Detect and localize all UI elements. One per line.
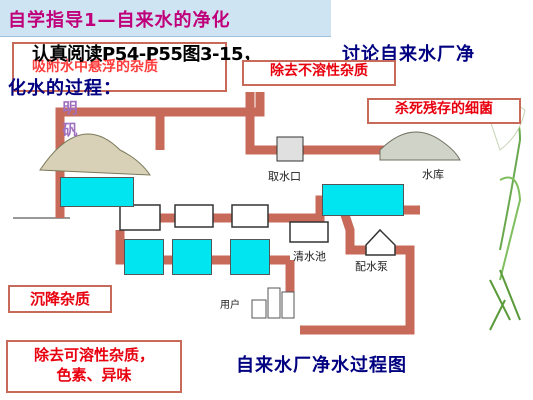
callout-adsorb: 吸附水中悬浮的杂质 bbox=[12, 42, 227, 92]
page-title: 自学指导1—自来水的净化 bbox=[8, 10, 231, 31]
lily-decoration bbox=[489, 103, 526, 331]
blank-box-3 bbox=[124, 239, 164, 275]
alum-char-2: 矾 bbox=[62, 121, 78, 139]
hill-right bbox=[379, 131, 461, 161]
callout-soluble-line1: 除去可溶性杂质， bbox=[33, 346, 154, 364]
alum-char-1: 明 bbox=[62, 99, 78, 117]
hill-left bbox=[39, 133, 151, 176]
callout-insoluble: 除去不溶性杂质 bbox=[242, 60, 396, 86]
diagram-caption: 自来水厂净水过程图 bbox=[236, 355, 407, 376]
blank-box-2 bbox=[322, 184, 404, 216]
instruction-line-1b: 讨论自来水厂净 bbox=[342, 44, 475, 65]
blank-box-5 bbox=[230, 239, 270, 275]
callout-adsorb-text: 吸附水中悬浮的杂质 bbox=[32, 59, 158, 75]
user-label: 用户 bbox=[220, 300, 240, 311]
blank-box-4 bbox=[172, 239, 212, 275]
intake-label: 取水口 bbox=[268, 170, 301, 183]
pump-label: 配水泵 bbox=[355, 260, 388, 273]
clear-pool-label: 清水池 bbox=[293, 250, 326, 263]
callout-soluble: 除去可溶性杂质， 色素、异味 bbox=[6, 340, 182, 393]
instruction-line-2: 化水的过程： bbox=[8, 78, 122, 99]
callout-settle: 沉降杂质 bbox=[8, 285, 112, 313]
callout-kill-bacteria: 杀死残存的细菌 bbox=[367, 98, 521, 124]
alum-label: 明 矾 bbox=[62, 97, 78, 141]
blank-box-1 bbox=[60, 177, 134, 207]
callout-soluble-line2: 色素、异味 bbox=[56, 366, 132, 384]
title-bar bbox=[0, 0, 331, 37]
instruction-line-1a: 认真阅读P54-P55图3-15， bbox=[32, 44, 261, 65]
reservoir-label: 水库 bbox=[422, 168, 444, 181]
